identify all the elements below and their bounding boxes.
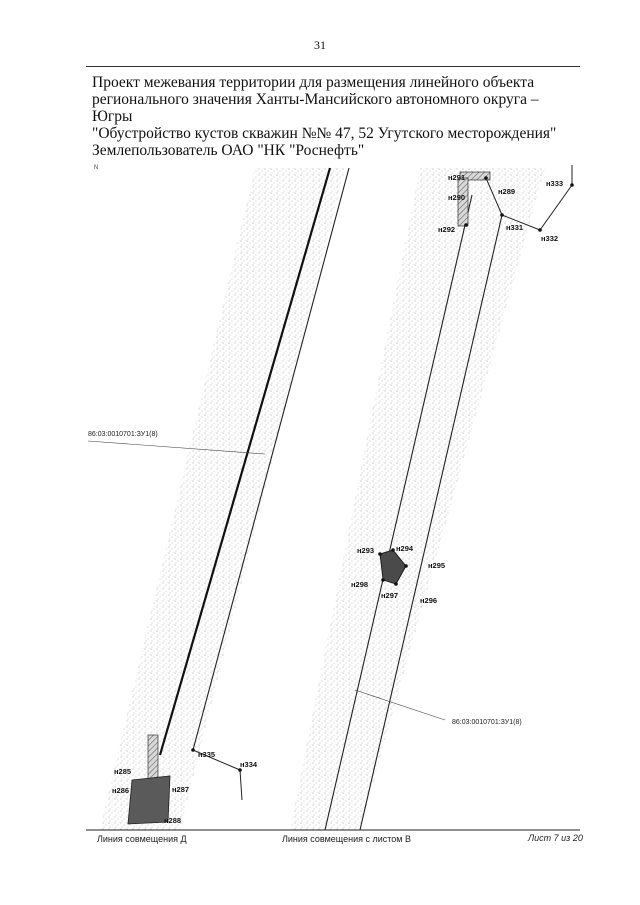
title-line-5: Землепользователь ОАО "НК "Роснефть" — [92, 142, 365, 159]
point-label-n292: н292 — [438, 225, 455, 234]
corridor-line-right-outer — [324, 194, 473, 831]
point-markers — [191, 176, 574, 772]
point-label-n287: н287 — [172, 785, 189, 794]
header-rule — [86, 66, 580, 67]
title-line-4: "Обустройство кустов скважин №№ 47, 52 У… — [92, 125, 557, 142]
point-label-n288: н288 — [164, 816, 181, 825]
sheet-number: Лист 7 из 20 — [528, 833, 583, 843]
document-title: Проект межевания территории для размещен… — [92, 74, 572, 159]
match-line-left: Линия совмещения Д — [97, 834, 187, 844]
point-label-n289: н289 — [498, 187, 515, 196]
point-label-n332: н332 — [541, 234, 558, 243]
point-label-n331: н331 — [506, 223, 523, 232]
title-line-2: регионального значения Ханты-Мансийского… — [92, 91, 539, 108]
title-line-3: Югры — [92, 108, 133, 125]
structure-top — [459, 171, 491, 181]
point-label-n294: н294 — [396, 544, 414, 553]
pad-bottom — [127, 775, 171, 825]
point-label-n291: н291 — [448, 173, 465, 182]
point-label-n293: н293 — [357, 546, 374, 555]
leader-parcel-right — [354, 689, 446, 721]
point-label-n295: н295 — [428, 561, 445, 570]
point-label-n286: н286 — [112, 786, 129, 795]
terrain-strip-left — [100, 168, 345, 830]
pad-center — [379, 549, 407, 585]
terrain-strip-right — [290, 168, 545, 830]
corridor-line-right-inner — [359, 214, 503, 831]
corridor-line-left-bold — [158, 167, 332, 756]
point-label-n296: н296 — [420, 596, 437, 605]
point-label-n334: н334 — [240, 760, 258, 769]
structure-top-vertical — [457, 177, 469, 227]
parcel-label-left: 86:03:0010701:ЗУ1(8) — [88, 431, 158, 438]
match-line-right: Линия совмещения с листом В — [282, 834, 411, 844]
leader-parcel-left — [87, 440, 266, 455]
corridor-line-left-thin — [192, 167, 350, 751]
parcel-label-right: 86:03:0010701:ЗУ1(8) — [452, 719, 522, 726]
point-label-n290: н290 — [448, 193, 465, 202]
point-label-n285: н285 — [114, 767, 131, 776]
point-label-n333: н333 — [546, 179, 563, 188]
title-line-1: Проект межевания территории для размещен… — [92, 74, 535, 91]
point-label-n335: н335 — [198, 750, 215, 759]
north-marker: N — [93, 165, 99, 171]
point-label-n297: н297 — [381, 591, 398, 600]
page-number: 31 — [314, 38, 326, 52]
point-label-n298: н298 — [351, 580, 368, 589]
